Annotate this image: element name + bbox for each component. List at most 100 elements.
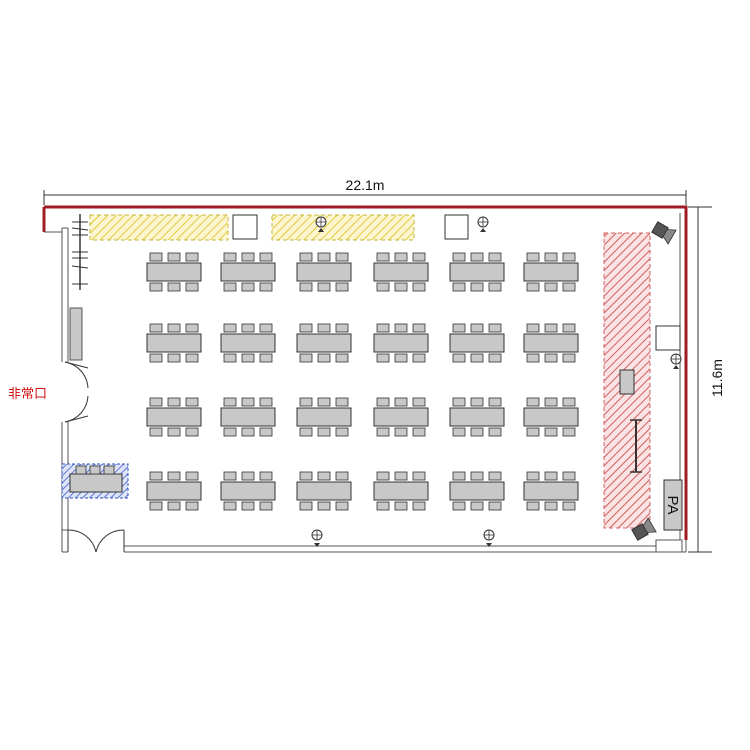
width-dimension: 22.1m <box>43 177 687 205</box>
table-set <box>146 252 202 292</box>
chair <box>241 397 255 407</box>
chair <box>394 252 408 262</box>
lectern <box>619 369 635 395</box>
pillar-3 <box>655 325 681 351</box>
table <box>523 407 579 427</box>
chair <box>412 282 426 292</box>
chair <box>452 252 466 262</box>
chair <box>452 427 466 437</box>
chair <box>452 323 466 333</box>
chair <box>452 397 466 407</box>
chair <box>241 501 255 511</box>
chair <box>488 397 502 407</box>
height-dimension: 11.6m <box>688 206 725 553</box>
chair <box>544 427 558 437</box>
chair <box>544 282 558 292</box>
chair <box>544 471 558 481</box>
chair <box>149 427 163 437</box>
table <box>220 262 276 282</box>
screen <box>630 419 642 473</box>
chair <box>452 471 466 481</box>
chair <box>488 353 502 363</box>
chair <box>317 353 331 363</box>
table <box>146 481 202 501</box>
pillar-1 <box>232 214 258 240</box>
chair <box>526 471 540 481</box>
chair <box>149 471 163 481</box>
chair <box>299 501 313 511</box>
chair <box>394 397 408 407</box>
chair <box>223 501 237 511</box>
chair <box>317 501 331 511</box>
pa-system: PA <box>663 479 683 531</box>
chair <box>167 427 181 437</box>
chair <box>488 323 502 333</box>
table <box>373 407 429 427</box>
chair <box>412 471 426 481</box>
chair <box>562 427 576 437</box>
table-set <box>296 471 352 511</box>
chair <box>299 427 313 437</box>
chair <box>241 282 255 292</box>
table <box>373 481 429 501</box>
chair <box>335 427 349 437</box>
chair <box>223 252 237 262</box>
outlet-icon <box>477 216 489 232</box>
chair <box>335 501 349 511</box>
chair <box>259 397 273 407</box>
chair <box>223 353 237 363</box>
width-label: 22.1m <box>346 177 385 193</box>
table <box>220 407 276 427</box>
outlet-icon <box>670 353 682 369</box>
chair <box>185 323 199 333</box>
entrance-door <box>67 529 125 553</box>
table-set <box>373 252 429 292</box>
table-set <box>449 471 505 511</box>
table-set <box>523 323 579 363</box>
chair <box>241 353 255 363</box>
chair <box>223 397 237 407</box>
chair <box>526 501 540 511</box>
chair <box>299 353 313 363</box>
chair <box>470 397 484 407</box>
chair <box>394 501 408 511</box>
table-set <box>220 252 276 292</box>
chair <box>259 471 273 481</box>
chair <box>544 252 558 262</box>
chair <box>376 353 390 363</box>
chair <box>526 397 540 407</box>
chair <box>335 252 349 262</box>
chair <box>562 501 576 511</box>
chair <box>299 397 313 407</box>
table <box>523 481 579 501</box>
chair <box>317 252 331 262</box>
chair <box>335 397 349 407</box>
chair <box>526 282 540 292</box>
outlets <box>311 216 682 547</box>
outlet-icon <box>483 529 495 547</box>
table-set <box>449 397 505 437</box>
chair <box>544 501 558 511</box>
chair <box>185 427 199 437</box>
chair <box>562 252 576 262</box>
table <box>449 262 505 282</box>
table-set <box>220 397 276 437</box>
chair <box>259 353 273 363</box>
table-set <box>220 471 276 511</box>
chair <box>259 323 273 333</box>
chair <box>526 252 540 262</box>
speaker-top <box>651 221 677 245</box>
chair <box>223 282 237 292</box>
chair <box>488 252 502 262</box>
table <box>296 333 352 353</box>
wall-cabinet <box>69 307 83 361</box>
chair <box>241 323 255 333</box>
chair <box>562 353 576 363</box>
chair <box>394 282 408 292</box>
chair <box>317 427 331 437</box>
table-set <box>373 397 429 437</box>
chair <box>259 252 273 262</box>
chair <box>149 397 163 407</box>
table-set <box>523 252 579 292</box>
chair <box>412 501 426 511</box>
